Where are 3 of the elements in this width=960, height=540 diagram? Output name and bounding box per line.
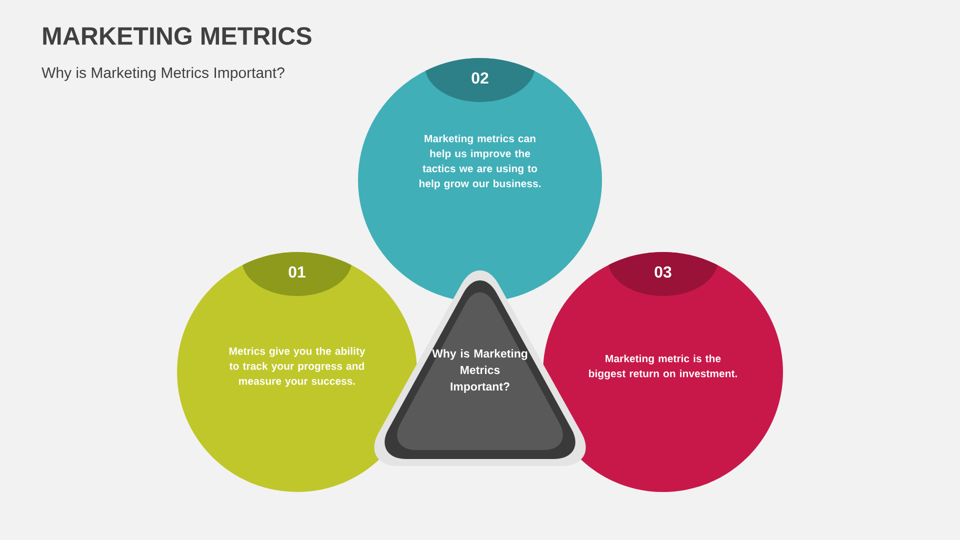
center-triangle: Why is Marketing Metrics Important? xyxy=(374,270,586,466)
title: MARKETING METRICS xyxy=(43,27,312,45)
subtitle: Why is Marketing Metrics Important? xyxy=(42,67,284,81)
